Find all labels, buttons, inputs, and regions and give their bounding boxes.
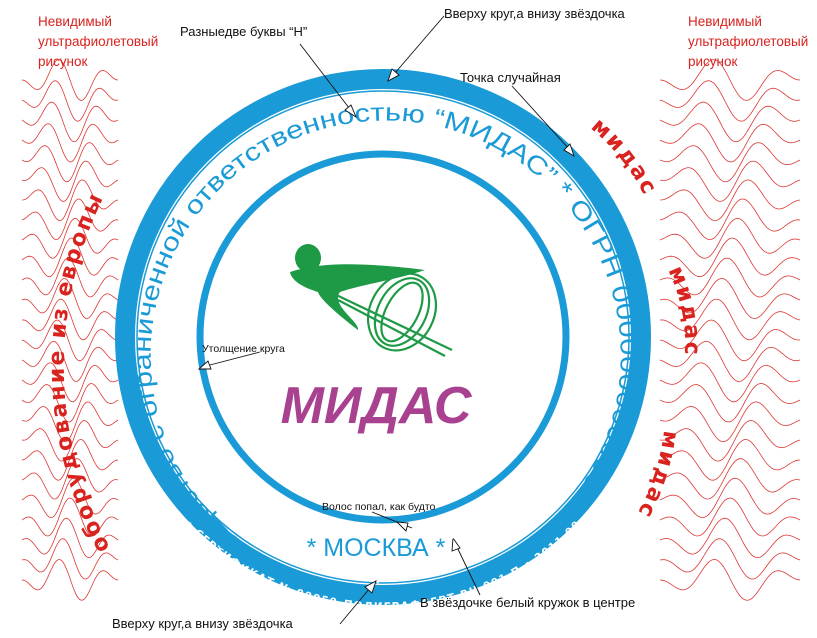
annotation-letter-h: Разныедве буквы “Н” [180, 24, 307, 39]
midas-logo [290, 244, 453, 357]
guilloche-line [659, 59, 801, 101]
svg-text:рисунок: рисунок [688, 54, 738, 69]
guilloche-line [21, 401, 119, 443]
side-text-left: оборудование из европы [45, 188, 116, 556]
side-text-right-bottom: мидас [632, 429, 683, 523]
guilloche-line [659, 101, 801, 143]
guilloche-line [659, 142, 801, 183]
guilloche-pattern-left [21, 59, 119, 601]
logo-head [295, 244, 321, 272]
guilloche-line [21, 59, 119, 101]
guilloche-line [21, 257, 119, 298]
guilloche-line [659, 80, 801, 122]
guilloche-line [21, 101, 119, 143]
guilloche-line [659, 439, 801, 481]
guilloche-line [21, 237, 119, 278]
guilloche-line [21, 298, 119, 341]
guilloche-line [659, 278, 801, 319]
guilloche-line [659, 383, 801, 423]
star-white-centre [450, 535, 454, 539]
top-circle-mark [373, 93, 381, 101]
logo-figure [290, 264, 425, 330]
annotation-arrows [197, 15, 575, 625]
guilloche-line [659, 517, 801, 559]
guilloche-line [659, 420, 801, 462]
guilloche-line [21, 319, 118, 362]
guilloche-line [659, 198, 801, 241]
guilloche-line [21, 123, 119, 163]
guilloche-line [21, 160, 119, 202]
guilloche-line [21, 142, 119, 183]
annotation-white-circle: В звёздочке белый кружок в центре [420, 595, 635, 610]
guilloche-line [659, 298, 801, 341]
guilloche-line [21, 420, 119, 462]
svg-text:рисунок: рисунок [38, 54, 88, 69]
outer-ring [115, 69, 651, 605]
annotation-hair: Волос попал, как будто [322, 501, 436, 513]
svg-text:ультрафиолетовый: ультрафиолетовый [688, 34, 808, 49]
guilloche-line [659, 401, 801, 443]
guilloche-line [659, 538, 801, 580]
guilloche-line [21, 217, 119, 259]
guilloche-pattern-right [659, 59, 801, 601]
guilloche-line [21, 340, 119, 382]
guilloche-line [21, 538, 119, 580]
svg-text:Невидимый: Невидимый [38, 14, 112, 29]
guilloche-line [659, 237, 801, 278]
guilloche-line [659, 458, 801, 500]
guilloche-line [21, 497, 119, 537]
guilloche-line [659, 362, 801, 403]
guilloche-line [659, 257, 801, 298]
annotation-uv-left: Невидимый ультрафиолетовый рисунок [38, 14, 158, 69]
outer-ring-inner-line [136, 90, 630, 584]
guilloche-line [659, 559, 801, 601]
guilloche-line [21, 362, 119, 403]
annotation-thickening: Утолщение круга [202, 343, 285, 355]
guilloche-line [659, 217, 801, 259]
city-text: * МОСКВА * [307, 534, 446, 562]
svg-text:Невидимый: Невидимый [688, 14, 762, 29]
guilloche-line [21, 477, 119, 519]
guilloche-line [659, 179, 801, 222]
guilloche-line [21, 80, 119, 122]
annotation-bottom-star: Вверху круг,а внизу звёздочка [112, 616, 294, 631]
guilloche-line [21, 439, 119, 481]
svg-text:ультрафиолетовый: ультрафиолетовый [38, 34, 158, 49]
guilloche-line [659, 123, 801, 163]
logo-orbit [329, 272, 453, 357]
annotation-uv-right: Невидимый ультрафиолетовый рисунок [688, 14, 808, 69]
annotation-top-star: Вверху круг,а внизу звёздочка [444, 6, 626, 21]
guilloche-line [21, 383, 119, 423]
annotation-random-dot: Точка случайная [460, 70, 561, 85]
guilloche-line [21, 198, 119, 241]
brand-name: МИДАС [281, 377, 473, 435]
guilloche-line [659, 497, 801, 537]
guilloche-line [21, 517, 119, 559]
guilloche-line [659, 477, 801, 519]
guilloche-line [21, 559, 119, 601]
guilloche-line [21, 179, 119, 222]
guilloche-line [21, 278, 119, 319]
guilloche-line [21, 458, 119, 500]
inner-ring [196, 150, 570, 524]
guilloche-line [659, 160, 801, 202]
guilloche-line [659, 319, 800, 362]
guilloche-line [659, 340, 801, 382]
